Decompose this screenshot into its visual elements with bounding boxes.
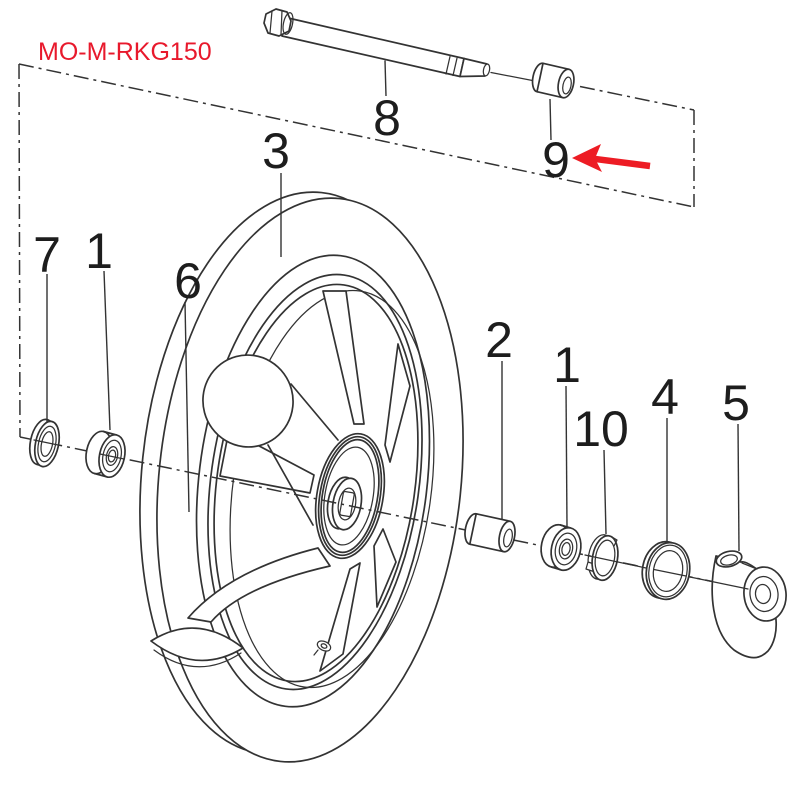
seal7-bore	[40, 431, 54, 457]
rim-spoke-junction-underline	[153, 649, 242, 668]
hub-barrel-bottom-line	[267, 444, 314, 526]
leader-lines	[46, 60, 740, 552]
centerline-left-vertical	[18, 63, 21, 438]
washer10-notch	[611, 536, 618, 547]
seal4-face	[645, 541, 691, 601]
callout-10: 10	[573, 401, 629, 457]
bearing-left	[85, 430, 126, 479]
axis-across-seal7	[33, 439, 59, 446]
axle-tip-cap	[482, 63, 491, 77]
spoke-bottom	[319, 562, 361, 672]
seal-left	[28, 418, 61, 468]
callout-8: 8	[373, 90, 401, 146]
seal7-face	[33, 420, 61, 468]
callout-4: 4	[651, 369, 679, 425]
spoke-bottom-left	[187, 547, 331, 623]
head-flange	[282, 12, 294, 35]
thread-mark-2	[452, 57, 458, 77]
rim-spoke-junction	[150, 627, 244, 662]
bearing1R-outer-race	[554, 532, 578, 566]
axle-axis-extension	[579, 85, 695, 111]
axis-across-washer10	[584, 554, 647, 569]
axle-shaft	[281, 16, 465, 78]
hub-disc-face-ring	[323, 446, 375, 546]
hub-barrel-top-line	[290, 383, 339, 441]
seal-ring	[641, 540, 691, 601]
axle-hex-head	[263, 8, 292, 37]
lock-washer	[585, 534, 619, 582]
callout-7: 7	[33, 227, 61, 283]
tire-inner-edge	[195, 254, 431, 708]
part-code-label: MO-M-RKG150	[38, 38, 212, 66]
leader-5	[737, 423, 740, 552]
axis-overdraw	[33, 439, 749, 590]
speedo-disc-bore	[754, 583, 772, 605]
callout-1-left: 1	[85, 223, 113, 279]
callout-9: 9	[542, 132, 570, 188]
hub-disc-edge2	[317, 435, 383, 557]
bearing1R-face	[550, 526, 582, 572]
leader-9	[549, 98, 552, 141]
hex-facet-1	[269, 10, 273, 34]
axle-axis-link	[490, 71, 536, 82]
spacer9-bore	[562, 76, 572, 95]
leader-8	[384, 60, 387, 97]
speedo-top-edge	[741, 562, 758, 570]
spacer2-front-face	[498, 520, 516, 553]
callout-5: 5	[722, 375, 750, 431]
callout-6: 6	[174, 253, 202, 309]
leader-10	[603, 449, 607, 535]
centerline-diagonal	[18, 63, 695, 208]
callout-2: 2	[485, 312, 513, 368]
speedometer-drive	[711, 550, 787, 659]
leader-1-right	[565, 385, 568, 528]
spacer-tube	[464, 512, 516, 553]
callout-3: 3	[262, 123, 290, 179]
axis-to-speedo	[689, 576, 749, 590]
spoke-upper-right	[384, 343, 411, 463]
arrow-shaft	[593, 155, 651, 170]
axis-across-seal4	[653, 568, 687, 577]
bearing-right	[540, 523, 582, 572]
callout-1-right: 1	[553, 337, 581, 393]
washer10-inner	[594, 539, 616, 577]
arrow-head	[572, 144, 602, 172]
hub-disc-edge3	[320, 438, 380, 554]
leader-6	[184, 301, 190, 513]
hex-facet-2	[280, 9, 283, 36]
leader-1-left	[103, 270, 111, 431]
spacer2-bore	[503, 528, 513, 548]
hub-bearing-bore	[337, 487, 357, 521]
speedo-disc-ring	[749, 575, 779, 613]
bearing1R-inner-race	[558, 538, 574, 560]
axle-spacer	[531, 62, 575, 99]
spoke-top	[322, 290, 365, 425]
front-wheel	[139, 191, 464, 763]
spoke-lower-right	[373, 528, 397, 608]
hub-bore-slot	[339, 490, 355, 518]
seal4-rim	[648, 544, 688, 598]
axis-across-bearing1L	[99, 453, 125, 460]
rim-lip	[213, 283, 419, 683]
bearing1R-bore	[561, 541, 571, 557]
rim-outer	[207, 273, 423, 691]
speedo-socket-opening	[715, 550, 743, 568]
seal4-bore	[652, 550, 684, 592]
axle-bolt	[263, 8, 536, 82]
seal7-mid-ring	[37, 425, 57, 463]
hub-barrel-end	[202, 354, 294, 448]
speedo-socket-bore	[720, 554, 738, 566]
thread-mark-1	[445, 55, 451, 75]
highlight-arrow	[572, 144, 651, 172]
valve-stem	[313, 640, 332, 656]
centerlines	[18, 63, 695, 438]
callout-labels: 8 3 9 7 1 6 2 1 10 4 5	[33, 90, 750, 457]
